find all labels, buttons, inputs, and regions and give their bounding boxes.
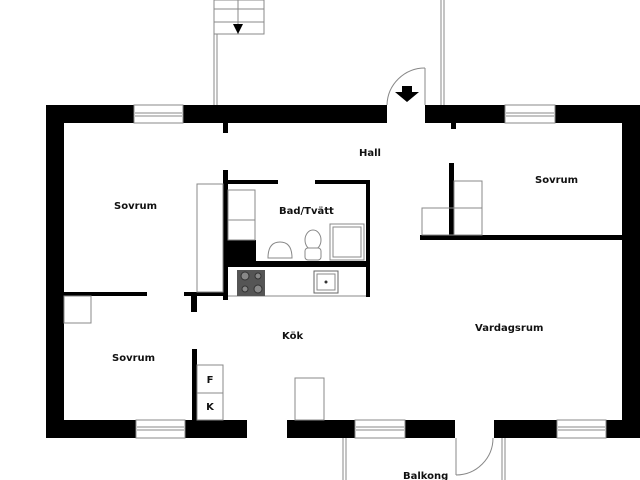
interior-walls xyxy=(64,123,622,420)
outer-walls xyxy=(46,105,640,438)
windows xyxy=(133,104,607,439)
closets xyxy=(63,180,483,421)
entry-door[interactable] xyxy=(386,67,426,106)
room-label-balkong: Balkong xyxy=(403,471,448,480)
fridge-label: K xyxy=(206,402,215,413)
fridge-freezer: F K xyxy=(196,364,224,421)
stairs xyxy=(213,0,265,105)
bathroom-fixtures xyxy=(267,223,365,261)
kitchen-counter xyxy=(228,270,366,297)
room-label-vardagsrum: Vardagsrum xyxy=(475,323,543,334)
balcony-door[interactable] xyxy=(455,437,494,476)
freezer-label: F xyxy=(207,375,214,386)
entrance-arrow-icon xyxy=(395,86,419,102)
room-label-sovrum-right: Sovrum xyxy=(535,175,578,186)
balcony xyxy=(342,438,506,480)
room-label-bad-tvatt: Bad/Tvätt xyxy=(279,206,334,217)
kitchen-sink-icon xyxy=(313,270,339,294)
room-label-sovrum-left-top: Sovrum xyxy=(114,201,157,212)
room-label-kok: Kök xyxy=(282,331,303,342)
railing-top xyxy=(440,0,445,105)
room-label-sovrum-left-bottom: Sovrum xyxy=(112,353,155,364)
room-labels: Hall Sovrum Bad/Tvätt Sovrum Kök Vardags… xyxy=(112,148,578,480)
stairs-down-arrow-icon xyxy=(233,24,243,34)
room-label-hall: Hall xyxy=(359,148,381,159)
toilet-icon xyxy=(304,229,322,251)
washbasin-icon xyxy=(267,241,293,259)
